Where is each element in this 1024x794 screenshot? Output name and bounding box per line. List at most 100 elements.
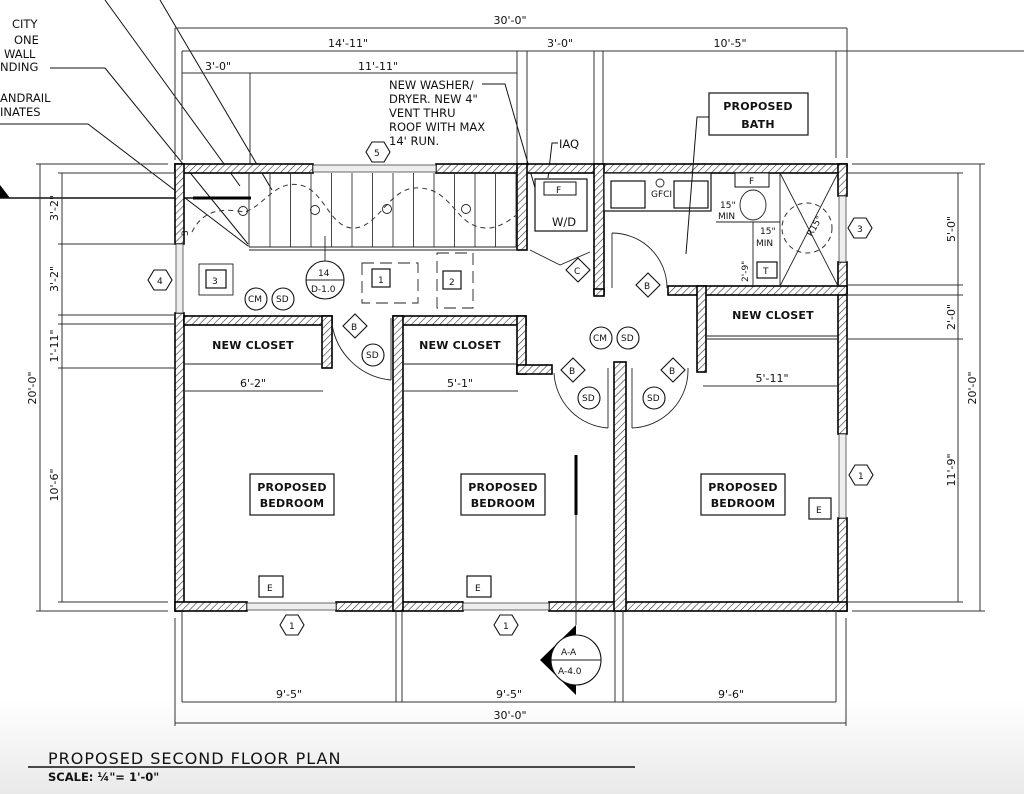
- clearance-dim: 15": [760, 227, 776, 237]
- note-line: WALL: [4, 47, 36, 61]
- egress-label: E: [475, 584, 481, 594]
- room-label: BATH: [741, 118, 775, 131]
- room-label: PROPOSED: [708, 481, 777, 494]
- left-dimensions: 20'-0" 3'-2" 3'-2" 1'-11" 10'-6": [26, 163, 175, 612]
- window-tag-label: 4: [157, 277, 163, 287]
- note-line: NDING: [0, 60, 38, 74]
- dim-left-seg: 3'-2": [48, 266, 61, 292]
- dim-landing: 3'-0": [205, 60, 231, 73]
- room-label: PROPOSED: [468, 481, 537, 494]
- light-fixture-icon: [382, 204, 392, 214]
- stair: 3: [181, 173, 518, 251]
- closet-label: NEW CLOSET: [732, 309, 814, 322]
- detail-number: 14: [318, 269, 330, 279]
- dim-right-seg: 11'-9": [945, 453, 958, 486]
- dim-right-top: 10'-5": [713, 37, 746, 50]
- dim-middle-top: 3'-0": [547, 37, 573, 50]
- window: [312, 164, 437, 173]
- fan-icon: [734, 172, 770, 188]
- window: [838, 433, 847, 519]
- right-dimensions: 20'-0" 5'-0" 2'-0" 11'-9": [847, 163, 985, 612]
- dim-bedroom1: 9'-5": [276, 688, 302, 701]
- door-tag-label: B: [669, 367, 675, 377]
- sd-label: SD: [366, 351, 379, 361]
- window-tag-label: 3: [857, 225, 863, 235]
- co-detector-icon: [589, 326, 613, 350]
- window-tag: [848, 464, 874, 486]
- co-detector-icon: [244, 287, 268, 311]
- room-label: PROPOSED: [723, 100, 792, 113]
- dim-right-seg: 2'-0": [945, 304, 958, 330]
- dim-left-top: 14'-11": [328, 37, 368, 50]
- section-sheet: A-4.0: [558, 667, 582, 677]
- egress-tag: [466, 575, 492, 598]
- smoke-detector-icon: [361, 343, 385, 367]
- toilet-icon: [739, 189, 767, 221]
- window-tag: [365, 141, 391, 163]
- note-line: DRYER. NEW 4": [389, 92, 478, 106]
- dim-overall-bottom: 30'-0": [493, 709, 526, 722]
- title-block: PROPOSED SECOND FLOOR PLAN SCALE: ¼"= 1'…: [28, 749, 635, 784]
- door-tag-b: [660, 357, 686, 383]
- drawing-scale: SCALE: ¼"= 1'-0": [48, 770, 159, 784]
- fan-label: F: [556, 186, 561, 196]
- leader-line: [685, 116, 709, 255]
- sd-label: SD: [582, 394, 595, 404]
- note-line: ROOF WITH MAX: [389, 120, 485, 134]
- left-notes: CITY ONE WALL NDING ANDRAIL INATES: [0, 0, 273, 247]
- window-tag-label: 1: [289, 622, 295, 632]
- hall-tag: 3: [212, 277, 218, 287]
- bedroom-label-box: [700, 473, 786, 516]
- towel-tag: [756, 261, 778, 279]
- section-marker: A-A A-4.0: [540, 625, 602, 695]
- clearance-dim: 15": [720, 201, 736, 211]
- bedroom-label-box: [460, 473, 546, 516]
- hall-tag: 2: [449, 278, 455, 288]
- shower-x: [779, 172, 839, 287]
- note-line: VENT THRU: [389, 106, 456, 120]
- dim-left-seg: 1'-11": [48, 329, 61, 362]
- egress-tag: [808, 497, 832, 520]
- note-line: ANDRAIL: [0, 91, 51, 105]
- window-tag-label: 1: [858, 472, 864, 482]
- lighting-circuit: [191, 183, 518, 233]
- co-label: CM: [593, 334, 607, 344]
- door-tag-c: [565, 257, 591, 283]
- smoke-detector-icon: [271, 287, 295, 311]
- door-tag-label: B: [351, 323, 357, 333]
- window-tags: 5 4 3 1 1 1: [147, 141, 874, 636]
- light-fixture-icon: [461, 204, 471, 214]
- closet-dim: 6'-2": [240, 377, 266, 390]
- bottom-dimensions: 9'-5" 9'-5" 9'-6" 30'-0": [174, 611, 847, 726]
- window-tag: [847, 217, 873, 239]
- room-label: BEDROOM: [711, 497, 776, 510]
- wd-label: W/D: [552, 215, 576, 229]
- window-tag: [279, 614, 305, 636]
- leader-line: [159, 0, 273, 191]
- clearance-min: MIN: [756, 239, 773, 249]
- light-fixture-icon: [310, 205, 320, 215]
- doors: B SD B SD B SD: [331, 313, 689, 429]
- closet-dim: 5'-1": [447, 377, 473, 390]
- room-label: PROPOSED: [257, 481, 326, 494]
- gfci-label: GFCI: [651, 190, 672, 200]
- gfci-outlet-icon: [655, 178, 665, 188]
- window: [246, 602, 337, 611]
- egress-label: E: [816, 506, 822, 516]
- dim-bedroom2: 9'-5": [496, 688, 522, 701]
- section-number: A-A: [561, 648, 577, 658]
- window-tag: [493, 614, 519, 636]
- walls: [174, 163, 848, 612]
- door-tag-label: B: [569, 367, 575, 377]
- leader-line: [104, 67, 249, 245]
- washer-dryer-note: NEW WASHER/ DRYER. NEW 4" VENT THRU ROOF…: [389, 78, 579, 206]
- note-line: 14' RUN.: [389, 134, 439, 148]
- dim-overall-left: 20'-0": [26, 371, 39, 404]
- dim-stair: 11'-11": [358, 60, 398, 73]
- fan-icon: [543, 181, 577, 196]
- leader-line: [104, 0, 241, 187]
- leader-line: [482, 83, 541, 206]
- bath: GFCI F R15" 15" MIN 15" MIN 2'-9" T B PR…: [603, 92, 839, 298]
- door-tag-label: B: [644, 282, 650, 292]
